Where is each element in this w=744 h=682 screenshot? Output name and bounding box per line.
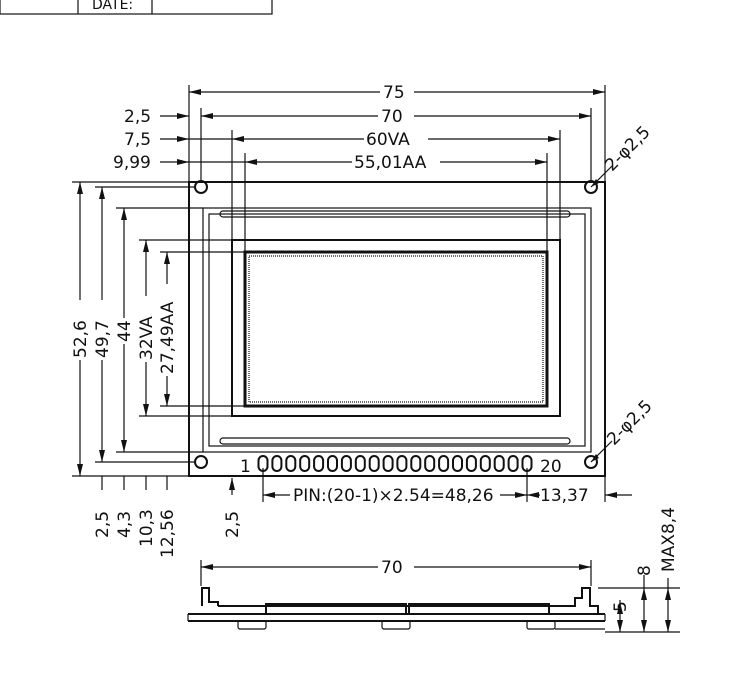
mounting-hole-bottom-left [194,455,208,469]
dim-hole-center-height: 49,7 [93,320,113,358]
pin-pad-3 [285,455,297,472]
pin-pad-13 [424,455,436,472]
pin-pad-8 [354,455,366,472]
pin-pad-18 [493,455,505,472]
dim-bottom-4-3: 4,3 [115,511,135,538]
side-component-1 [265,603,407,615]
side-view: 70 5 8 MAX8,4 [187,507,680,633]
dim-bottom-2-5: 2,5 [93,511,113,538]
side-pin-2 [381,620,411,630]
dim-bezel-height: 44 [115,320,135,342]
side-pin-1 [237,620,267,630]
dim-side-pcb-height: 5 [611,601,631,612]
pin-pad-5 [313,455,325,472]
dim-pin-right-offset: 13,37 [540,486,589,506]
dim-bottom-12-56: 12,56 [158,509,178,558]
bottom-dimensions: 2,5 4,3 10,3 12,56 2,5 PIN:(20-1)×2.54=4… [93,468,632,558]
side-left-tab [201,587,219,606]
pin-first-label: 1 [240,457,251,477]
pin-pad-17 [479,455,491,472]
pin-pad-6 [327,455,338,472]
mounting-hole-bottom-right [584,455,598,469]
pin-pad-4 [299,455,311,472]
pin-pad-16 [465,455,477,472]
dim-offset-hole: 2,5 [124,107,151,127]
dim-viewing-width: 60VA [366,130,410,150]
pin-pad-10 [382,455,394,472]
height-dimensions: 52,6 49,7 44 32VA 27,49AA [71,181,245,477]
pin-pitch-label: PIN:(20-1)×2.54=48,26 [293,486,494,506]
side-component-2 [408,603,550,615]
pin-pad-7 [340,455,352,472]
pin-pad-11 [396,455,408,472]
active-area-dots [248,255,544,403]
pin-pad-14 [438,455,450,472]
dim-active-height: 27,49AA [158,301,178,374]
pin-pad-2 [271,455,283,472]
top-slot [219,210,571,218]
bezel-outline [202,207,592,453]
viewing-area [231,239,561,417]
pin-last-label: 20 [540,457,562,477]
pin-pad-12 [410,455,422,472]
dim-active-width: 55,01AA [354,153,427,173]
dim-offset-active: 9,99 [113,153,151,173]
dim-bottom-10-3: 10,3 [137,509,157,547]
bottom-slot [219,437,571,445]
pin-pad-15 [452,455,463,472]
pin-pad-9 [368,455,380,472]
top-dimensions: 75 70 60VA 55,01AA 2,5 7,5 9,99 [113,83,606,252]
dim-overall-height: 52,6 [71,320,91,358]
hole-label-top: 2-φ2,5 [601,122,654,175]
pcb-outline [188,181,606,477]
side-pin-3 [526,620,556,630]
dim-overall-width: 75 [383,83,405,103]
title-date-label: DATE: [92,0,133,13]
dim-side-total-height: 8 [635,565,655,576]
title-block: DATE: [0,0,273,15]
front-view: 2-φ2,5 2-φ2,5 1 20 [188,122,657,477]
hole-label-bottom: 2-φ2,5 [603,396,656,449]
bezel-inner [208,213,586,447]
dim-hole-center-width: 70 [381,107,403,127]
dim-viewing-height: 32VA [137,316,157,360]
mounting-hole-top-right [584,180,598,194]
dim-side-max-height: MAX8,4 [659,507,679,572]
pin-pad-19 [507,455,519,472]
dim-offset-viewing: 7,5 [124,130,151,150]
dim-side-width: 70 [381,558,403,578]
dim-pin-offset: 2,5 [223,511,243,538]
side-bezel [218,587,599,614]
pin-row [257,455,533,472]
active-area [243,250,549,408]
